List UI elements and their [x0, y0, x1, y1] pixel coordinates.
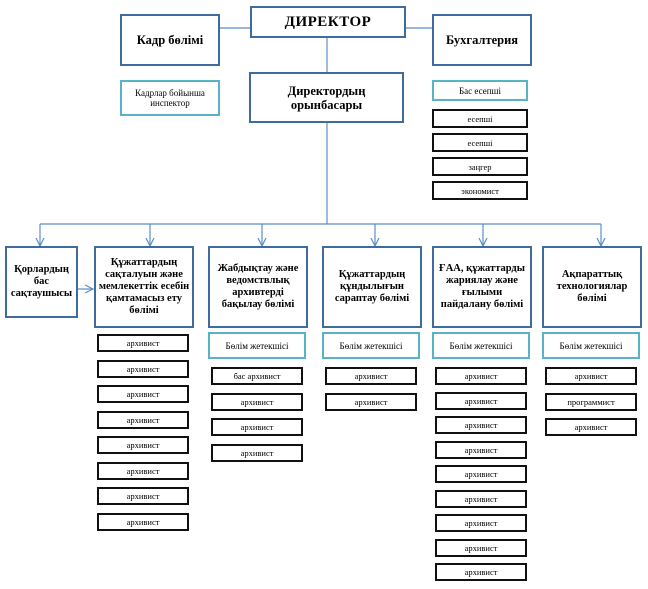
staff-box: архивист: [211, 393, 303, 411]
department-box: Құжаттардың құндылығын сараптау бөлімі: [322, 246, 422, 328]
accounting-staff-box: есепші: [432, 109, 528, 128]
staff-box: архивист: [435, 367, 527, 385]
staff-box: архивист: [97, 360, 189, 378]
staff-box: архивист: [435, 392, 527, 410]
accounting-staff-box: экономист: [432, 181, 528, 200]
department-head-box: Бөлім жетекшісі: [432, 332, 530, 359]
accounting-box: Бухгалтерия: [432, 14, 532, 66]
staff-box: архивист: [325, 393, 417, 411]
staff-box: архивист: [435, 539, 527, 557]
staff-box: архивист: [435, 490, 527, 508]
staff-box: архивист: [97, 436, 189, 454]
staff-box: архивист: [97, 513, 189, 531]
deputy-director-box: Директордың орынбасары: [249, 72, 404, 123]
staff-box: архивист: [545, 418, 637, 436]
staff-box: архивист: [211, 444, 303, 462]
staff-box: архивист: [435, 441, 527, 459]
staff-box: архивист: [435, 514, 527, 532]
director-box: ДИРЕКТОР: [250, 6, 406, 38]
staff-box: архивист: [545, 367, 637, 385]
staff-box: архивист: [97, 334, 189, 352]
department-box: ҒАА, құжаттарды жариялау және ғылыми пай…: [432, 246, 532, 328]
department-box: Құжаттардың сақталуын және мемлекеттік е…: [94, 246, 194, 328]
chief-accountant-box: Бас есепші: [432, 80, 528, 101]
staff-box: программист: [545, 393, 637, 411]
staff-box: архивист: [435, 416, 527, 434]
accounting-staff-box: заңгер: [432, 157, 528, 176]
staff-box: архивист: [325, 367, 417, 385]
staff-box: архивист: [211, 418, 303, 436]
staff-box: бас архивист: [211, 367, 303, 385]
staff-box: архивист: [97, 487, 189, 505]
staff-box: архивист: [435, 465, 527, 483]
department-head-box: Бөлім жетекшісі: [542, 332, 640, 359]
department-box: Қорлардың бас сақтаушысы: [5, 246, 78, 318]
department-head-box: Бөлім жетекшісі: [322, 332, 420, 359]
staff-box: архивист: [97, 385, 189, 403]
hr-department-box: Кадр бөлімі: [120, 14, 220, 66]
accounting-staff-box: есепші: [432, 133, 528, 152]
staff-box: архивист: [97, 411, 189, 429]
staff-box: архивист: [435, 563, 527, 581]
department-head-box: Бөлім жетекшісі: [208, 332, 306, 359]
staff-box: архивист: [97, 462, 189, 480]
hr-inspector-box: Кадрлар бойынша инспектор: [120, 80, 220, 116]
department-box: Жабдықтау және ведомствлық архивтерді ба…: [208, 246, 308, 328]
department-box: Ақпараттық технологиялар бөлімі: [542, 246, 642, 328]
